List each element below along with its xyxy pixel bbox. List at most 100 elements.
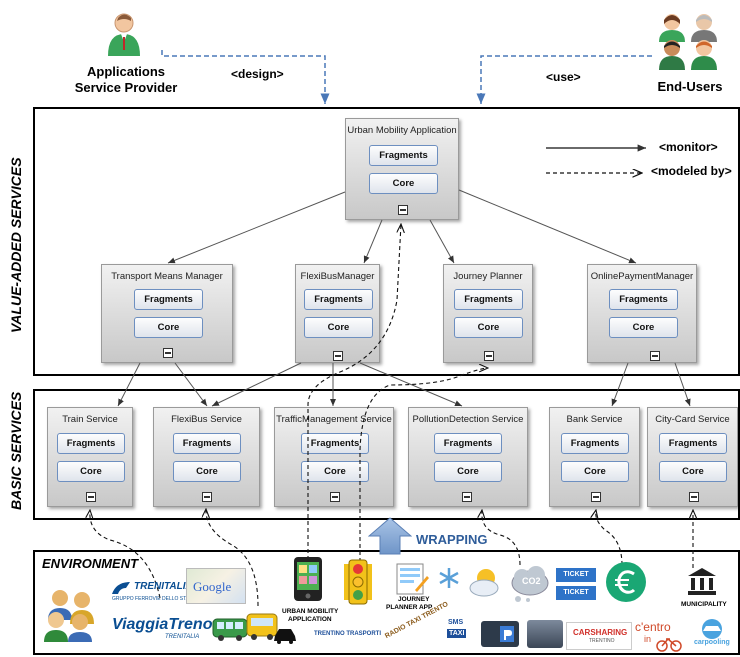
service-title: FlexiBus Service [171,414,242,425]
urban-mobility-app-box[interactable]: Urban Mobility Application Fragments Cor… [345,118,459,220]
monitor-line [167,191,346,264]
flexibus-service-box[interactable]: FlexiBus Service Fragments Core [153,407,260,507]
monitor-line [674,362,691,407]
legend-monitor-label: <monitor> [659,140,718,154]
provider-person-icon [104,12,144,56]
legend-modeled-by-label: <modeled by> [651,164,732,178]
trentino-trasporti-logo: TRENTINO TRASPORTI [314,631,381,637]
google-maps-logo: Google [186,568,246,604]
modeled-by-link [206,509,259,607]
modeled-by-link [482,510,521,566]
truck-icon [527,620,563,648]
collapse-icon[interactable] [484,351,494,361]
environment-label: ENVIRONMENT [42,556,139,571]
journey-planner-box[interactable]: Journey Planner Fragments Core [443,264,533,363]
core-chip[interactable]: Core [173,461,241,482]
collapse-icon[interactable] [333,351,343,361]
fragments-chip[interactable]: Fragments [134,289,203,310]
core-chip[interactable]: Core [609,317,678,338]
sms-taxi-text-1: SMS [448,619,464,626]
collapse-icon[interactable] [86,492,96,502]
core-chip[interactable]: Core [659,461,727,482]
monitor-line [174,362,208,407]
weather-icons [438,562,512,604]
fragments-chip[interactable]: Fragments [57,433,125,454]
provider-label-line2: Service Provider [74,80,178,95]
design-arrow [161,50,330,104]
end-users-label: End-Users [657,79,723,94]
smartphone-icon [293,556,323,602]
monitor-line [363,219,383,264]
modeled-by-link [90,510,161,599]
online-payment-manager-box[interactable]: OnlinePaymentManager Fragments Core [587,264,697,363]
modeled-by-link [596,510,623,566]
fragments-chip[interactable]: Fragments [609,289,678,310]
core-chip[interactable]: Core [304,317,373,338]
transport-means-manager-box[interactable]: Transport Means Manager Fragments Core [101,264,233,363]
collapse-icon[interactable] [462,492,472,502]
journey-app-label-2: PLANNER APP [386,604,433,611]
carsharing-text: CARSHARING [573,628,628,637]
service-title: TrafficManagement Service [276,414,392,425]
trenitalia-subtext: GRUPPO FERROVIE DELLO STATO [112,596,196,602]
core-chip[interactable]: Core [134,317,203,338]
fragments-chip[interactable]: Fragments [369,145,438,166]
collapse-icon[interactable] [330,492,340,502]
train-service-box[interactable]: Train Service Fragments Core [47,407,133,507]
collapse-icon[interactable] [591,492,601,502]
design-arrow-label: <design> [231,67,284,81]
carpooling-logo: carpooling [692,618,732,650]
monitor-line [458,189,637,264]
service-title: PollutionDetection Service [412,414,524,425]
municipality-label: MUNICIPALITY [681,601,727,608]
service-title: Transport Means Manager [111,271,223,282]
fragments-chip[interactable]: Fragments [173,433,241,454]
traffic-light-icon [340,558,376,606]
fragments-chip[interactable]: Fragments [304,289,373,310]
core-chip[interactable]: Core [57,461,125,482]
provider-label-line1: Applications [86,64,165,79]
monitor-line [117,362,141,407]
bicycle-icon [656,636,682,652]
pollution-detection-service-box[interactable]: PollutionDetection Service Fragments Cor… [408,407,528,507]
collapse-icon[interactable] [202,492,212,502]
fragments-chip[interactable]: Fragments [659,433,727,454]
fragments-chip[interactable]: Fragments [434,433,502,454]
service-title: City-Card Service [655,414,730,425]
service-title: Train Service [62,414,118,425]
city-card-service-box[interactable]: City-Card Service Fragments Core [647,407,738,507]
viaggiatreno-logo: ViaggiaTreno [112,616,213,633]
collapse-icon[interactable] [398,205,408,215]
viaggiatreno-subtext: TRENITALIA [165,634,200,640]
fragments-chip[interactable]: Fragments [301,433,369,454]
bank-service-box[interactable]: Bank Service Fragments Core [549,407,640,507]
journey-planner-app-icon [395,562,429,596]
fragments-chip[interactable]: Fragments [561,433,629,454]
tickets-icon: TICKET TICKET [556,568,598,602]
service-title: Bank Service [566,414,623,425]
collapse-icon[interactable] [650,351,660,361]
flexibus-manager-box[interactable]: FlexiBusManager Fragments Core [295,264,380,363]
monitor-line [611,362,629,407]
traffic-management-service-box[interactable]: TrafficManagement Service Fragments Core [274,407,394,507]
car-icon [272,626,298,644]
tram-icon [212,616,248,642]
provider-label: Applications Service Provider [62,64,190,96]
core-chip[interactable]: Core [369,173,438,194]
app-title: Urban Mobility Application [347,125,457,136]
core-chip[interactable]: Core [434,461,502,482]
fragments-chip[interactable]: Fragments [454,289,523,310]
collapse-icon[interactable] [163,348,173,358]
centro-subtext: in [644,634,652,644]
ticket-text-2: TICKET [556,586,596,600]
co2-text: CO2 [522,576,541,586]
core-chip[interactable]: Core [561,461,629,482]
trenitalia-text: TRENITALIA [134,581,193,592]
monitor-line [359,362,463,407]
sms-taxi-icon: SMS TAXI [447,619,467,649]
collapse-icon[interactable] [689,492,699,502]
core-chip[interactable]: Core [301,461,369,482]
municipality-icon [686,566,718,596]
monitor-line [429,219,455,264]
core-chip[interactable]: Core [454,317,523,338]
